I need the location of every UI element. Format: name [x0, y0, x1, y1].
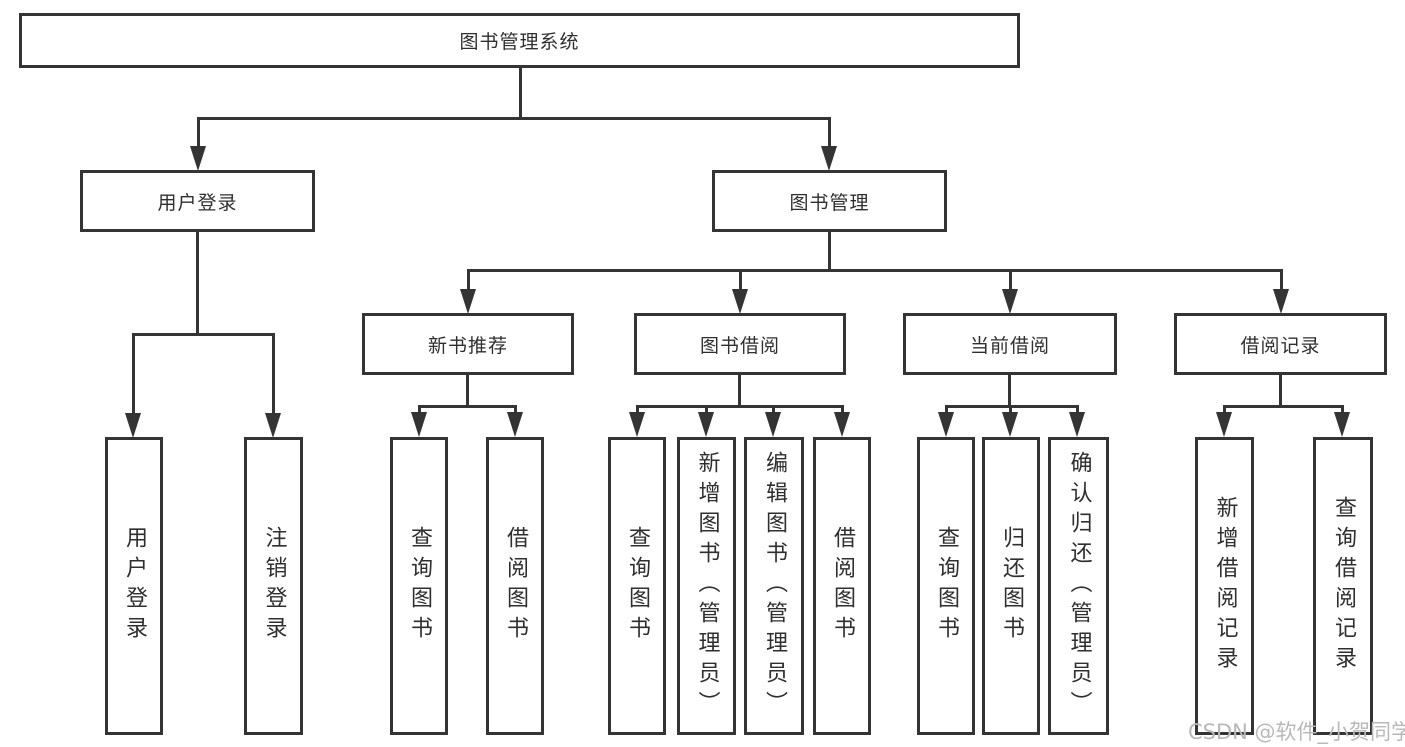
- leaf-edit-books-admin: 编辑图书（管理员）: [744, 437, 804, 735]
- connector-line: [466, 375, 469, 408]
- node-current-borrow-label: 当前借阅: [969, 334, 1050, 357]
- node-new-book-recommend: 新书推荐: [362, 313, 574, 375]
- arrow-down-icon: [1069, 412, 1085, 437]
- connector-line: [418, 405, 421, 417]
- node-book-borrow: 图书借阅: [634, 313, 846, 375]
- arrow-down-icon: [821, 146, 837, 171]
- arrow-down-icon: [125, 413, 141, 438]
- leaf-label: 查询借阅记录: [1331, 496, 1356, 676]
- arrow-down-icon: [411, 412, 427, 437]
- node-root: 图书管理系统: [19, 13, 1020, 68]
- connector-line: [738, 375, 741, 408]
- node-current-borrow: 当前借阅: [903, 313, 1117, 375]
- arrow-down-icon: [698, 412, 714, 437]
- connector-line: [828, 232, 831, 272]
- arrow-down-icon: [765, 412, 781, 437]
- leaf-label: 新增图书（管理员）: [694, 451, 720, 721]
- leaf-borrow-books: 借阅图书: [813, 437, 871, 735]
- connector-line: [636, 405, 844, 408]
- leaf-query-borrow-record: 查询借阅记录: [1313, 437, 1373, 735]
- arrow-down-icon: [629, 412, 645, 437]
- connector-line: [772, 405, 775, 417]
- leaf-label: 注销登录: [261, 526, 287, 646]
- leaf-query-books-borrow: 查询图书: [608, 437, 666, 735]
- arrow-down-icon: [460, 289, 476, 314]
- connector-line: [467, 269, 1282, 272]
- leaf-return-books: 归还图书: [982, 437, 1040, 735]
- connector-line: [636, 405, 639, 417]
- connector-line: [945, 405, 1079, 408]
- arrow-down-icon: [265, 413, 281, 438]
- connector-line: [1279, 375, 1282, 408]
- leaf-label: 新增借阅记录: [1212, 496, 1238, 676]
- leaf-label: 查询图书: [407, 526, 432, 646]
- connector-line: [467, 269, 470, 295]
- node-book-management: 图书管理: [712, 170, 947, 232]
- connector-line: [739, 269, 742, 295]
- connector-line: [197, 117, 831, 120]
- connector-line: [1341, 405, 1344, 417]
- csdn-watermark: CSDN @软件_小贺同学: [1188, 720, 1405, 744]
- connector-line: [1223, 405, 1226, 417]
- leaf-label: 编辑图书（管理员）: [762, 451, 787, 721]
- leaf-label: 确认归还（管理员）: [1066, 451, 1092, 721]
- leaf-label: 归还图书: [999, 526, 1024, 646]
- leaf-label: 借阅图书: [830, 526, 855, 646]
- node-root-label: 图书管理系统: [459, 31, 580, 53]
- arrow-down-icon: [190, 146, 206, 171]
- connector-line: [196, 232, 199, 335]
- leaf-query-books-recommend: 查询图书: [390, 437, 448, 735]
- arrow-down-icon: [732, 289, 748, 314]
- arrow-down-icon: [507, 412, 523, 437]
- connector-line: [1076, 405, 1079, 417]
- connector-line: [828, 117, 831, 150]
- leaf-add-books-admin: 新增图书（管理员）: [677, 437, 736, 735]
- connector-line: [1223, 405, 1344, 408]
- node-new-book-recommend-label: 新书推荐: [427, 334, 508, 357]
- arrow-down-icon: [834, 412, 850, 437]
- connector-line: [132, 333, 135, 417]
- node-user-login: 用户登录: [80, 170, 315, 232]
- leaf-add-borrow-record: 新增借阅记录: [1195, 437, 1254, 735]
- arrow-down-icon: [1273, 289, 1289, 314]
- leaf-label: 查询图书: [625, 526, 650, 646]
- connector-line: [841, 405, 844, 417]
- leaf-label: 借阅图书: [503, 526, 528, 646]
- connector-line: [197, 117, 200, 150]
- leaf-user-login: 用户登录: [105, 437, 163, 735]
- leaf-label: 用户登录: [122, 526, 147, 646]
- node-book-borrow-label: 图书借阅: [699, 334, 780, 357]
- connector-line: [1008, 375, 1011, 408]
- leaf-query-books-current: 查询图书: [917, 437, 975, 735]
- arrow-down-icon: [1334, 412, 1350, 437]
- connector-line: [132, 333, 275, 336]
- connector-line: [1009, 269, 1012, 295]
- arrow-down-icon: [1002, 412, 1018, 437]
- arrow-down-icon: [1216, 412, 1232, 437]
- arrow-down-icon: [938, 412, 954, 437]
- connector-line: [945, 405, 948, 417]
- connector-line: [1009, 405, 1012, 417]
- leaf-label: 查询图书: [934, 526, 959, 646]
- leaf-confirm-return-admin: 确认归还（管理员）: [1048, 437, 1109, 735]
- node-book-management-label: 图书管理: [789, 191, 870, 214]
- connector-line: [1280, 269, 1283, 295]
- connector-line: [418, 405, 517, 408]
- arrow-down-icon: [1002, 289, 1018, 314]
- node-borrow-records: 借阅记录: [1174, 313, 1387, 375]
- node-user-login-label: 用户登录: [157, 191, 238, 214]
- connector-line: [272, 333, 275, 417]
- connector-line: [514, 405, 517, 417]
- connector-line: [519, 68, 522, 118]
- leaf-borrow-books-recommend: 借阅图书: [486, 437, 544, 735]
- node-borrow-records-label: 借阅记录: [1240, 334, 1321, 357]
- leaf-logout: 注销登录: [244, 437, 303, 735]
- connector-line: [705, 405, 708, 417]
